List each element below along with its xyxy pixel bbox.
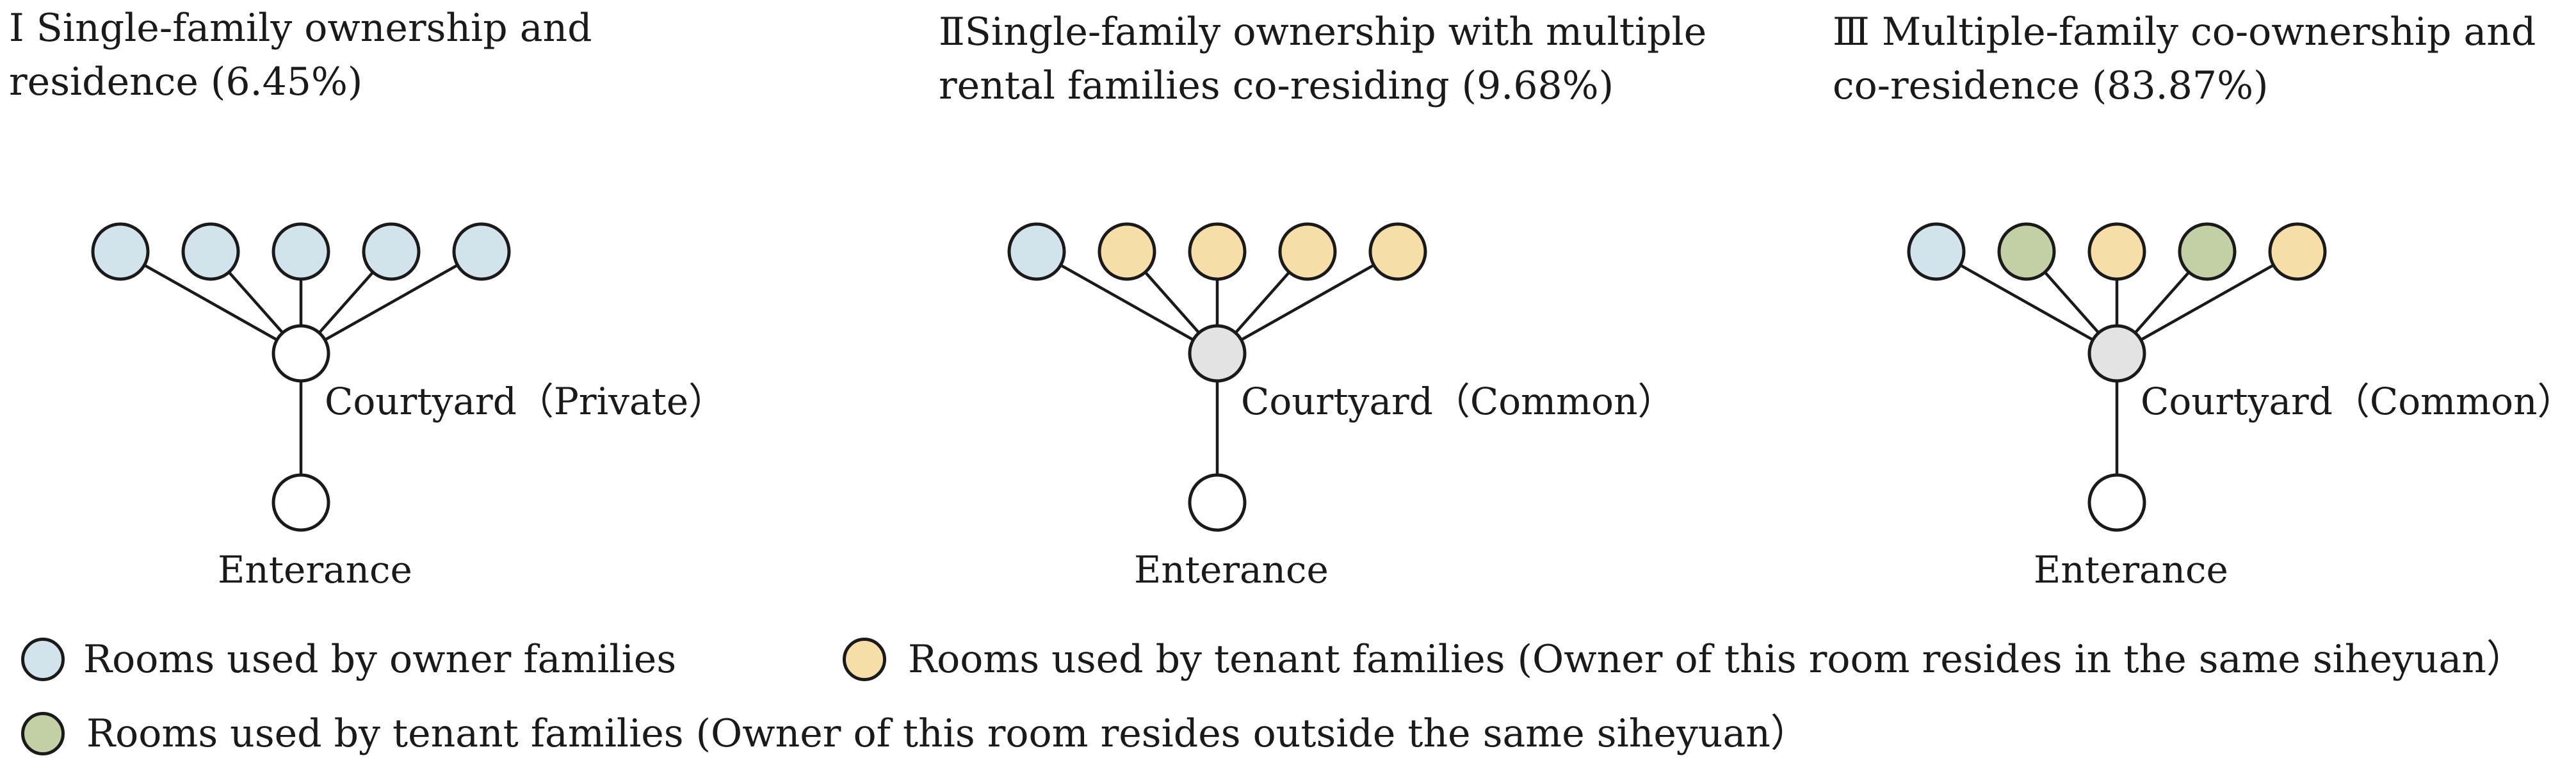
legend-tenant-owner-inside-swatch — [843, 638, 886, 681]
courtyard-label: Courtyard（Common） — [2141, 380, 2575, 423]
room-courtyard-edge — [2116, 250, 2299, 355]
panel-1-title: Ⅰ Single-family ownership and residence … — [9, 1, 592, 109]
room-node-tenant-owner-outside — [1997, 222, 2056, 281]
room-node-owner — [1907, 222, 1966, 281]
panel-3-title: Ⅲ Multiple-family co-ownership and co-re… — [1833, 5, 2536, 113]
panel-1-title-line-1: Ⅰ Single-family ownership and — [9, 6, 592, 51]
room-courtyard-edge — [119, 250, 302, 355]
panel-3-title-line-2: co-residence (83.87%) — [1833, 63, 2269, 108]
panel-1-diagram: Courtyard（Private） Enterance — [64, 186, 896, 621]
panel-3-diagram: Courtyard（Common） Enterance — [1880, 186, 2576, 621]
panel-2-graph — [1007, 222, 1427, 532]
room-courtyard-edge — [1935, 250, 2118, 355]
room-node-tenant-owner-outside — [2178, 222, 2237, 281]
room-node-tenant-owner-inside — [1368, 222, 1427, 281]
room-node-owner — [362, 222, 421, 281]
panel-3-graph — [1907, 222, 2327, 532]
entrance-node — [271, 473, 330, 532]
entrance-label: Enterance — [2034, 548, 2228, 592]
courtyard-label: Courtyard（Private） — [325, 380, 726, 423]
entrance-node — [2087, 473, 2146, 532]
panel-1-title-line-2: residence (6.45%) — [9, 60, 363, 104]
room-node-tenant-owner-inside — [1098, 222, 1156, 281]
legend-owner-label: Rooms used by owner families — [83, 637, 677, 682]
panel-3-title-line-1: Ⅲ Multiple-family co-ownership and — [1833, 10, 2536, 54]
room-node-owner — [91, 222, 150, 281]
panel-1-graph — [91, 222, 511, 532]
room-node-tenant-owner-inside — [1278, 222, 1337, 281]
panel-2-title: ⅡSingle-family ownership with multiple r… — [939, 5, 1706, 113]
legend-tenant-owner-outside-swatch — [21, 712, 65, 755]
room-courtyard-edge — [1216, 250, 1399, 355]
entrance-node — [1188, 473, 1247, 532]
panel-2-title-line-1: ⅡSingle-family ownership with multiple — [939, 10, 1707, 54]
room-node-owner — [271, 222, 330, 281]
panel-2-diagram: Courtyard（Common） Enterance — [980, 186, 1813, 621]
courtyard-node — [2087, 324, 2146, 383]
room-courtyard-edge — [300, 250, 483, 355]
room-courtyard-edge — [1035, 250, 1219, 355]
room-node-tenant-owner-inside — [2268, 222, 2327, 281]
room-node-tenant-owner-inside — [1188, 222, 1247, 281]
courtyard-node — [271, 324, 330, 383]
room-node-owner — [181, 222, 240, 281]
entrance-label: Enterance — [218, 548, 412, 592]
legend-owner-swatch — [21, 638, 65, 681]
room-node-tenant-owner-inside — [2087, 222, 2146, 281]
legend-tenant-owner-outside-label: Rooms used by tenant families (Owner of … — [86, 711, 1809, 756]
courtyard-label: Courtyard（Common） — [1241, 380, 1675, 423]
room-node-owner — [1007, 222, 1066, 281]
entrance-label: Enterance — [1134, 548, 1329, 592]
room-node-owner — [452, 222, 511, 281]
courtyard-node — [1188, 324, 1247, 383]
legend-tenant-owner-inside-label: Rooms used by tenant families (Owner of … — [908, 637, 2525, 682]
panel-2-title-line-2: rental families co-residing (9.68%) — [939, 63, 1614, 108]
